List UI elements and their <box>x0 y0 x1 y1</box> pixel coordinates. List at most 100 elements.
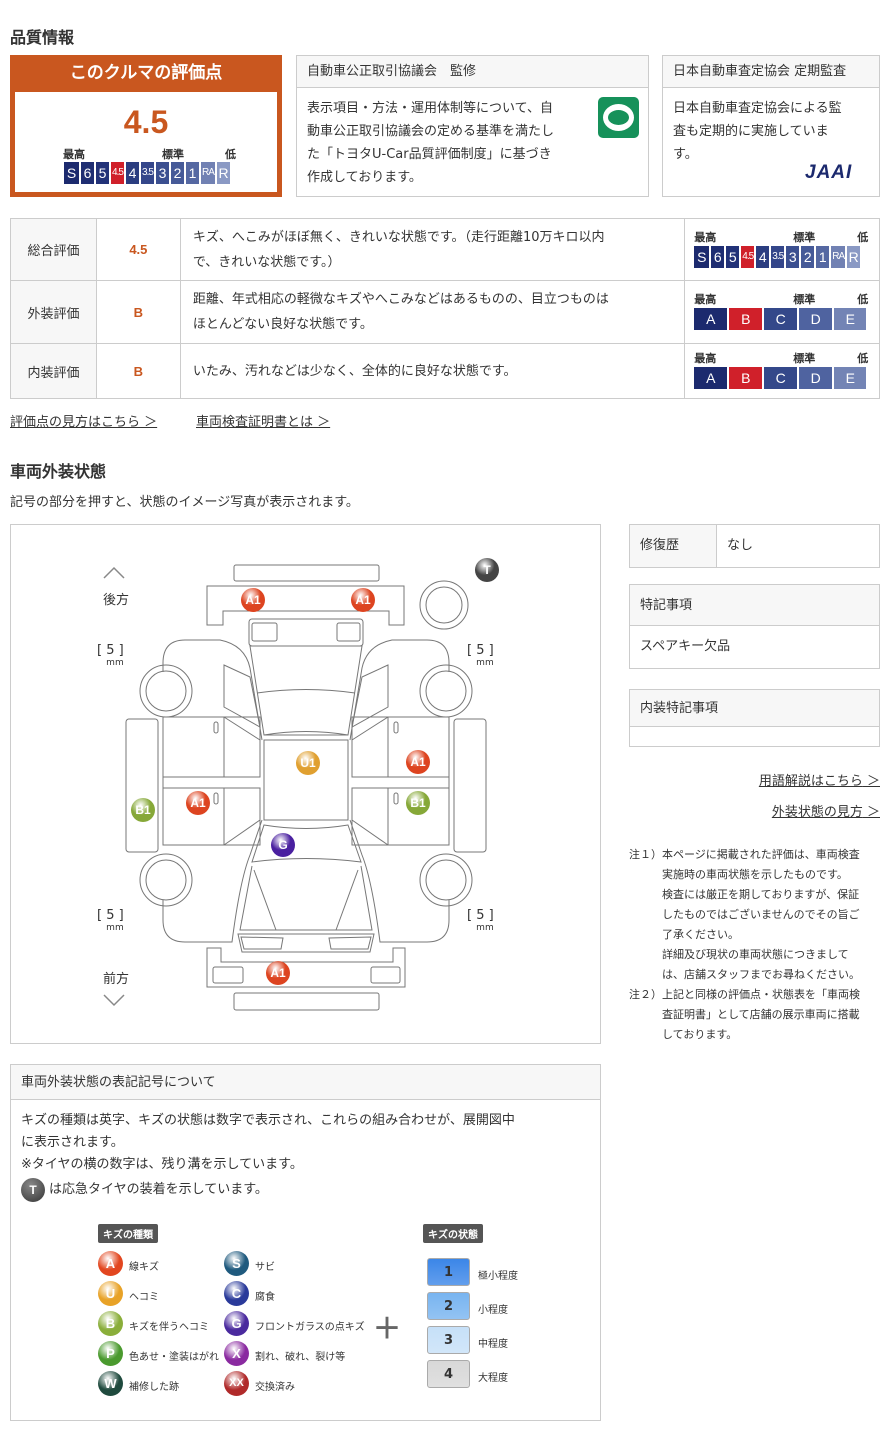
type-x-icon: X <box>224 1341 249 1366</box>
exterior-subtitle: 記号の部分を押すと、状態のイメージ写真が表示されます。 <box>10 495 359 510</box>
interior-notes: 内装特記事項 <box>629 689 880 747</box>
level-label: 小程度 <box>478 1305 508 1316</box>
scale-cell-C: C <box>764 367 798 389</box>
fair-trade-logo-icon <box>598 97 639 138</box>
note-line: 本ページに掲載された評価は、車両検査 <box>662 848 860 861</box>
scale-cell-6: 6 <box>711 246 725 268</box>
type-p-icon: P <box>98 1341 123 1366</box>
scale-cell-5: 5 <box>96 162 109 184</box>
scale-low: 低 <box>225 148 236 161</box>
score-guide-link[interactable]: 評価点の見方はこちら ＞ <box>10 415 158 430</box>
certificate-link[interactable]: 車両検査証明書とは ＞ <box>196 415 331 430</box>
scale-std: 標準 <box>793 231 816 244</box>
supervision-title: 自動車公正取引協議会 監修 <box>297 56 648 88</box>
scale-cell-5: 5 <box>726 246 740 268</box>
level-label: 極小程度 <box>478 1271 518 1282</box>
legend-text: は応急タイヤの装着を示しています。 <box>49 1182 268 1197</box>
types-tag: キズの種類 <box>98 1224 158 1243</box>
note-key: 注１） <box>629 848 662 861</box>
level-4: 4 <box>427 1360 470 1388</box>
eval-score: B <box>95 280 181 344</box>
eval-desc: 距離、年式相応の軽微なキズやへこみなどはあるものの、目立つものは <box>192 292 609 307</box>
eval-desc: ほとんどない良好な状態です。 <box>192 317 373 332</box>
damage-marker-g[interactable]: G <box>271 833 295 857</box>
audit-box: 日本自動車査定協会 定期監査 日本自動車査定協会による監 査も定期的に実施してい… <box>662 55 880 197</box>
overall-score: 4.5 <box>123 104 169 140</box>
damage-marker-a1[interactable]: A1 <box>406 750 430 774</box>
scale-cell-4: 4 <box>756 246 770 268</box>
legend-title: 車両外装状態の表記記号について <box>11 1065 600 1100</box>
glossary-link[interactable]: 用語解説はこちら ＞ <box>758 774 880 789</box>
eval-score: B <box>95 343 181 399</box>
damage-marker-a1[interactable]: A1 <box>266 961 290 985</box>
damage-marker-a1[interactable]: A1 <box>241 588 265 612</box>
scale-cell-2: 2 <box>801 246 815 268</box>
note-line: 上記と同様の評価点・状態表を「車両検 <box>662 988 860 1001</box>
damage-marker-b1[interactable]: B1 <box>131 798 155 822</box>
damage-marker-a1[interactable]: A1 <box>186 791 210 815</box>
tread-front-right: [ 5 ]mm <box>467 908 494 933</box>
plus-icon: ＋ <box>373 1312 402 1345</box>
level-label: 中程度 <box>478 1339 508 1350</box>
evaluation-table: 総合評価 4.5 キズ、へこみがほぼ無く、きれいな状態です。（走行距離10万キロ… <box>10 218 880 399</box>
scale-std: 標準 <box>793 352 816 365</box>
eval-score: 4.5 <box>95 218 181 281</box>
scale-high: 最高 <box>694 352 717 365</box>
special-notes: 特記事項 スペアキー欠品 <box>629 584 880 669</box>
damage-marker-b1[interactable]: B1 <box>406 791 430 815</box>
rear-label: 後方 <box>103 593 130 608</box>
type-label: 線キズ <box>129 1262 159 1273</box>
scale-cell-D: D <box>799 308 833 330</box>
audit-title: 日本自動車査定協会 定期監査 <box>663 56 879 88</box>
tread-rear-left: [ 5 ]mm <box>97 643 124 668</box>
scale-cell-6: 6 <box>81 162 94 184</box>
table-row: 外装評価 B 距離、年式相応の軽微なキズやへこみなどはあるものの、目立つものはほ… <box>10 280 880 344</box>
type-label: サビ <box>255 1262 275 1273</box>
supervision-box: 自動車公正取引協議会 監修 表示項目・方法・運用体制等について、自 動車公正取引… <box>296 55 649 197</box>
note-line: 実施時の車両状態を示したものです。 <box>662 868 848 881</box>
scale-std: 標準 <box>162 148 184 161</box>
exterior-heading: 車両外装状態 <box>10 462 107 481</box>
audit-text: す。 <box>673 147 698 162</box>
scale-cell-2: 2 <box>171 162 184 184</box>
supervision-text: 作成しております。 <box>307 170 422 185</box>
damage-marker-a1[interactable]: A1 <box>351 588 375 612</box>
scale-cell-C: C <box>764 308 798 330</box>
scale-std: 標準 <box>793 293 816 306</box>
scale-cell-1: 1 <box>816 246 830 268</box>
scale-cell-B: B <box>729 308 763 330</box>
note-line: しております。 <box>662 1028 738 1041</box>
scale-high: 最高 <box>694 293 717 306</box>
eval-desc: キズ、へこみがほぼ無く、きれいな状態です。（走行距離10万キロ以内 <box>192 229 605 245</box>
type-g-icon: G <box>224 1311 249 1336</box>
scale-cell-S: S <box>694 246 710 268</box>
level-label: 大程度 <box>478 1373 508 1384</box>
tread-front-left: [ 5 ]mm <box>97 908 124 933</box>
type-label: ヘコミ <box>129 1292 159 1303</box>
type-xx-icon: XX <box>224 1371 249 1396</box>
quality-heading: 品質情報 <box>10 28 75 47</box>
car-outline <box>103 564 487 1011</box>
note-line: 査証明書」として店舗の展示車両に搭載 <box>662 1008 860 1021</box>
scale-low: 低 <box>857 352 869 365</box>
scale-cell-A: A <box>694 367 728 389</box>
type-u-icon: U <box>98 1281 123 1306</box>
repair-history: 修復歴 なし <box>629 524 880 568</box>
audit-text: 査も定期的に実施していま <box>673 124 829 139</box>
type-label: 交換済み <box>255 1382 295 1393</box>
scale-cell-4.5: 4.5 <box>111 162 124 184</box>
eval-label: 総合評価 <box>10 218 97 281</box>
scale-cell-E: E <box>834 367 867 389</box>
type-b-icon: B <box>98 1311 123 1336</box>
spare-tire-marker[interactable]: T <box>475 558 499 582</box>
table-row: 総合評価 4.5 キズ、へこみがほぼ無く、きれいな状態です。（走行距離10万キロ… <box>10 218 880 281</box>
damage-marker-u1[interactable]: U1 <box>296 751 320 775</box>
exterior-guide-link[interactable]: 外装状態の見方 ＞ <box>771 805 880 820</box>
tread-rear-right: [ 5 ]mm <box>467 643 494 668</box>
scale-cell-E: E <box>834 308 867 330</box>
